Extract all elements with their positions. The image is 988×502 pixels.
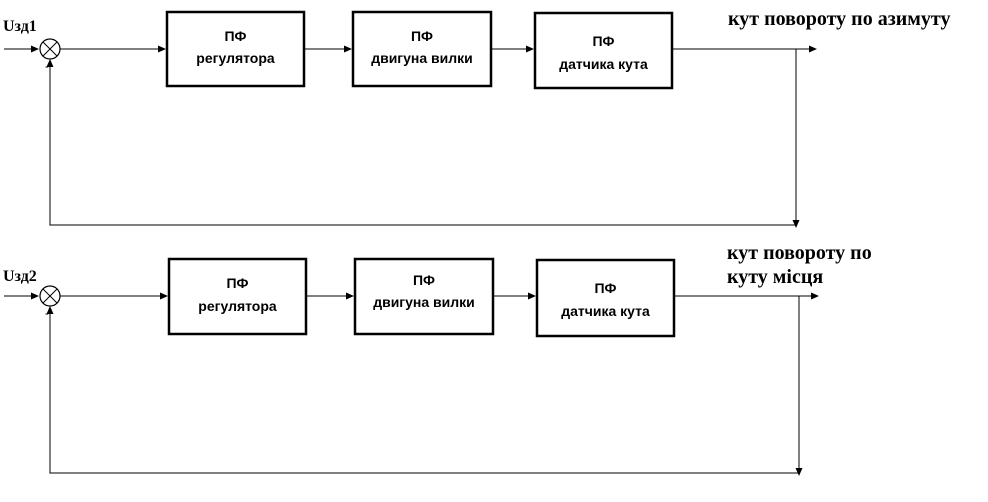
block-label: ПФ	[411, 28, 433, 44]
block-sensor-1	[533, 11, 674, 90]
output-label-2-line2: куту місця	[727, 266, 823, 288]
block-label: датчика кута	[559, 56, 648, 72]
feedback-arrow-down-2	[795, 468, 803, 476]
block-label: ПФ	[413, 272, 435, 288]
loop-2: Uзд2 - ПФ регулятора ПФ двигуна вилки ПФ…	[3, 242, 872, 476]
output-arrow-2	[811, 292, 819, 300]
output-arrow-1	[809, 45, 817, 53]
feedback-path-2	[49, 296, 800, 474]
feedback-arrow-down-1	[792, 220, 800, 228]
block-regulator-1	[165, 10, 306, 88]
loop-1: Uзд1 - ПФ регулятора ПФ двигуна вилки ПФ…	[3, 8, 950, 228]
arrow	[160, 292, 168, 300]
block-label: ПФ	[592, 33, 614, 49]
block-label: регулятора	[198, 298, 277, 314]
block-label: ПФ	[594, 280, 616, 296]
block-motor-1	[351, 10, 493, 88]
output-label-1: кут повороту по азимуту	[728, 8, 950, 30]
arrow	[528, 292, 536, 300]
input-label-2: Uзд2	[3, 268, 37, 285]
input-label-1: Uзд1	[3, 18, 37, 35]
block-sensor-2	[535, 258, 676, 338]
feedback-arrow-up-2	[46, 306, 54, 314]
block-label: регулятора	[196, 50, 275, 66]
feedback-path-1	[49, 49, 797, 226]
input-arrow-1	[31, 45, 39, 53]
arrow	[346, 292, 354, 300]
block-label: ПФ	[226, 275, 248, 291]
block-motor-2	[353, 257, 495, 336]
block-regulator-2	[167, 257, 308, 336]
arrow	[344, 45, 352, 53]
output-label-2-line1: кут повороту по	[727, 242, 872, 264]
block-label: датчика кута	[561, 303, 650, 319]
input-arrow-2	[31, 292, 39, 300]
feedback-arrow-up-1	[46, 59, 54, 67]
arrow	[158, 45, 166, 53]
block-label: двигуна вилки	[371, 50, 473, 66]
block-label: ПФ	[224, 28, 246, 44]
block-label: двигуна вилки	[373, 294, 475, 310]
arrow	[526, 45, 534, 53]
